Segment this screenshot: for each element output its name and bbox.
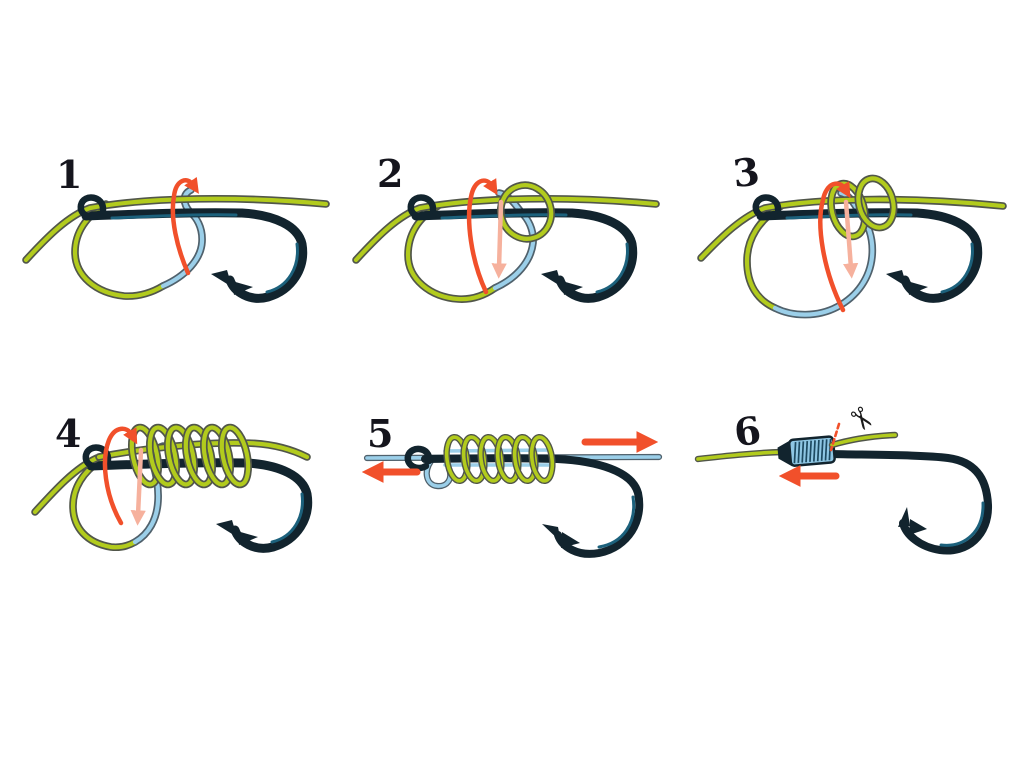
tag-end-direction-arrow: [491, 199, 507, 279]
tag-end-direction-arrow: [130, 447, 146, 526]
standing-line: [698, 197, 1006, 261]
standing-line: [353, 196, 659, 263]
hook-barb: [562, 281, 583, 295]
hook-illustration: [86, 458, 313, 553]
hook-highlight: [597, 495, 636, 549]
hook-illustration: [411, 208, 638, 303]
hook-highlight: [785, 213, 913, 220]
wrap-direction-arrow: [818, 181, 851, 313]
hook-barb: [907, 281, 928, 295]
hook-point: [211, 270, 232, 287]
hook-highlight: [110, 213, 238, 220]
standing-line: [694, 448, 786, 463]
wrap-coils: [443, 433, 556, 485]
hook-point: [542, 524, 561, 542]
hook-shank-bend: [86, 458, 313, 553]
step-2-number: 2: [377, 151, 403, 196]
wrap-coils: [128, 423, 252, 489]
hook-barb: [909, 519, 927, 535]
hook-point: [216, 520, 237, 537]
tag-end-direction-arrow: [843, 199, 859, 279]
step-5-number: 5: [367, 411, 393, 456]
step-6-number: 6: [731, 407, 763, 455]
hook-shank-bend: [411, 208, 638, 303]
hook-highlight: [265, 242, 299, 294]
cut-line: [829, 422, 841, 452]
hook-eye: [752, 194, 782, 220]
hook-highlight: [595, 242, 629, 294]
step-4-panel: 4: [25, 390, 335, 565]
wrap-direction-arrow: [466, 178, 498, 295]
step-5-panel: 5: [345, 395, 665, 595]
hook-barb: [561, 532, 580, 548]
hook-highlight: [939, 501, 985, 547]
step-4-number: 4: [55, 411, 81, 456]
hook-eye: [404, 445, 433, 472]
hook-barb: [237, 531, 258, 545]
tag-end: [828, 431, 899, 449]
hook-illustration: [421, 454, 644, 558]
hook-point: [898, 507, 910, 527]
step-2-panel: 2: [350, 140, 660, 360]
wrap-coil: [854, 174, 898, 232]
step-3-number: 3: [731, 149, 762, 197]
step-1-number: 1: [56, 152, 82, 197]
wrap-direction-arrow: [170, 176, 199, 276]
hook-eye: [407, 194, 437, 220]
step-3-panel: 3: [695, 140, 1010, 360]
hook-barb: [232, 281, 253, 295]
hook-highlight: [440, 213, 568, 220]
step-1-panel: 1: [20, 140, 330, 360]
finished-knot: [777, 435, 836, 467]
hook-eye: [77, 194, 107, 220]
hook-highlight: [940, 242, 974, 294]
hook-illustration: [826, 450, 993, 555]
hook-point: [886, 270, 907, 287]
wrap-direction-arrow: [102, 426, 138, 526]
hook-point: [541, 270, 562, 287]
hook-highlight: [270, 492, 304, 544]
hook-shank-bend: [421, 454, 644, 558]
step-6-panel: 6: [690, 395, 1010, 615]
hook-shank-bend: [826, 450, 993, 555]
standing-line: [23, 196, 329, 263]
